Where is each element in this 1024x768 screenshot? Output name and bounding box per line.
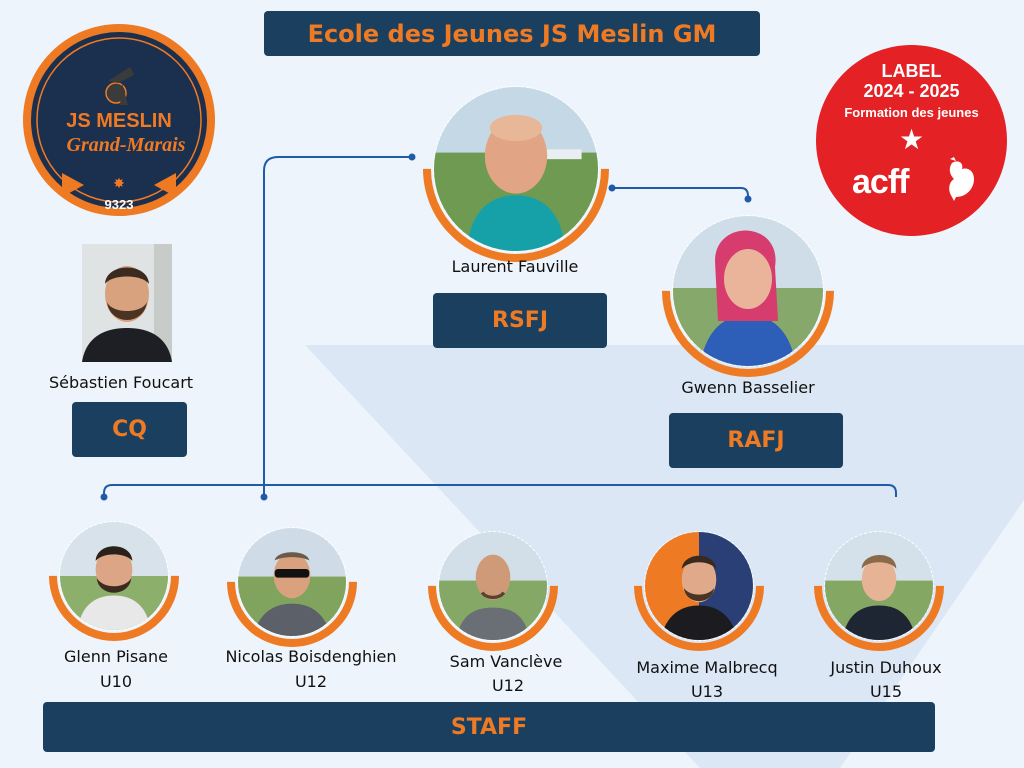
football-player-icon: [105, 67, 134, 105]
portrait-laurent-fauville: [384, 37, 648, 301]
staff-team-1: U12: [294, 672, 328, 691]
portrait-sam-vancleve: [401, 494, 585, 678]
portrait-justin-duhoux: [787, 494, 971, 678]
cq-role-badge: CQ: [72, 402, 187, 457]
staff-name-1: Nicolas Boisdenghien: [225, 647, 397, 666]
portrait-nicolas-boisdenghien: [200, 490, 384, 674]
label-badge-line1: LABEL: [881, 61, 942, 81]
svg-text:✸: ✸: [113, 176, 125, 192]
avatar: [672, 215, 824, 367]
club-logo-line1: JS MESLIN: [66, 110, 172, 132]
staff-name-3: Maxime Malbrecq: [636, 658, 778, 677]
label-badge: LABEL 2024 - 2025 Formation des jeunes ★…: [816, 45, 1007, 236]
avatar: [644, 531, 754, 641]
club-logo-line2: Grand-Marais: [67, 134, 186, 156]
avatar: [438, 531, 548, 641]
avatar: [237, 527, 347, 637]
label-badge-line2: 2024 - 2025: [863, 81, 960, 101]
staff-banner: STAFF: [43, 702, 935, 752]
acff-brand: acff: [852, 163, 909, 201]
portrait-gwenn-basselier: [626, 169, 870, 413]
rsfj-role-badge: RSFJ: [433, 293, 607, 348]
avatar: [824, 531, 934, 641]
portrait-maxime-malbrecq: [607, 494, 791, 678]
rafj-name: Gwenn Basselier: [681, 378, 815, 397]
page-title: Ecole des Jeunes JS Meslin GM: [264, 11, 760, 56]
rooster-icon: [949, 157, 974, 201]
avatar: [59, 521, 169, 631]
staff-team-3: U13: [690, 682, 724, 701]
staff-name-2: Sam Vanclève: [449, 652, 563, 671]
cq-name: Sébastien Foucart: [48, 373, 194, 392]
club-logo-number: 9323: [105, 197, 134, 212]
cq-photo: [82, 244, 172, 362]
staff-team-4: U15: [869, 682, 903, 701]
staff-team-0: U10: [99, 672, 133, 691]
label-badge-line3: Formation des jeunes: [844, 105, 979, 120]
staff-team-2: U12: [491, 676, 525, 695]
staff-name-4: Justin Duhoux: [830, 658, 942, 677]
rafj-role-badge: RAFJ: [669, 413, 843, 468]
avatar: [433, 86, 599, 252]
rsfj-name: Laurent Fauville: [451, 257, 579, 276]
portrait-glenn-pisane: [22, 484, 206, 668]
staff-name-0: Glenn Pisane: [64, 647, 168, 666]
club-logo: JS MESLIN Grand-Marais ✸ 9323: [23, 24, 215, 216]
star-icon: ★: [898, 124, 925, 155]
